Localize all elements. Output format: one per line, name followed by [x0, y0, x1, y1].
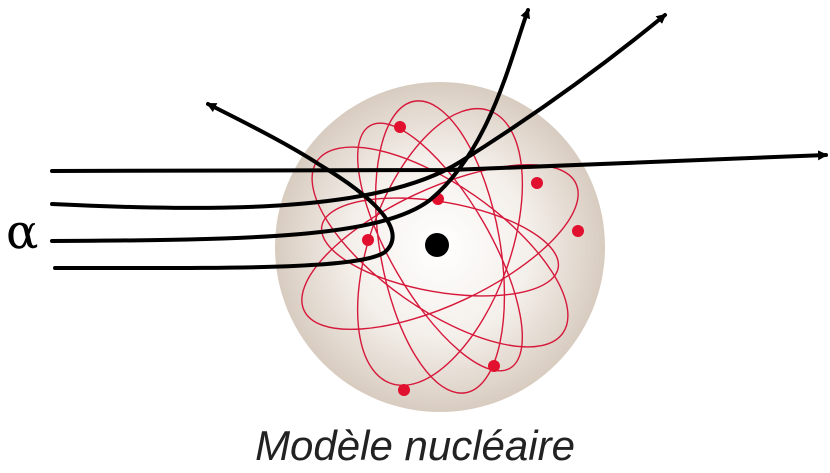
alpha-trajectories [50, 8, 828, 271]
alpha-particle-label: α [6, 204, 39, 260]
trajectory-deflected-large [50, 8, 530, 243]
orbit-1 [301, 163, 579, 331]
electron [362, 234, 374, 246]
electron [488, 360, 500, 372]
electron [572, 225, 584, 237]
electron [531, 177, 543, 189]
trajectory-deflected-small [50, 13, 667, 210]
trajectory-backscatter [53, 102, 395, 271]
electron [398, 384, 410, 396]
nucleus [425, 233, 449, 257]
electron [394, 121, 406, 133]
orbit-5 [320, 197, 560, 297]
orbit-3 [374, 100, 506, 394]
orbit-6 [356, 122, 524, 372]
diagram-caption: Modèle nucléaire [255, 422, 575, 469]
